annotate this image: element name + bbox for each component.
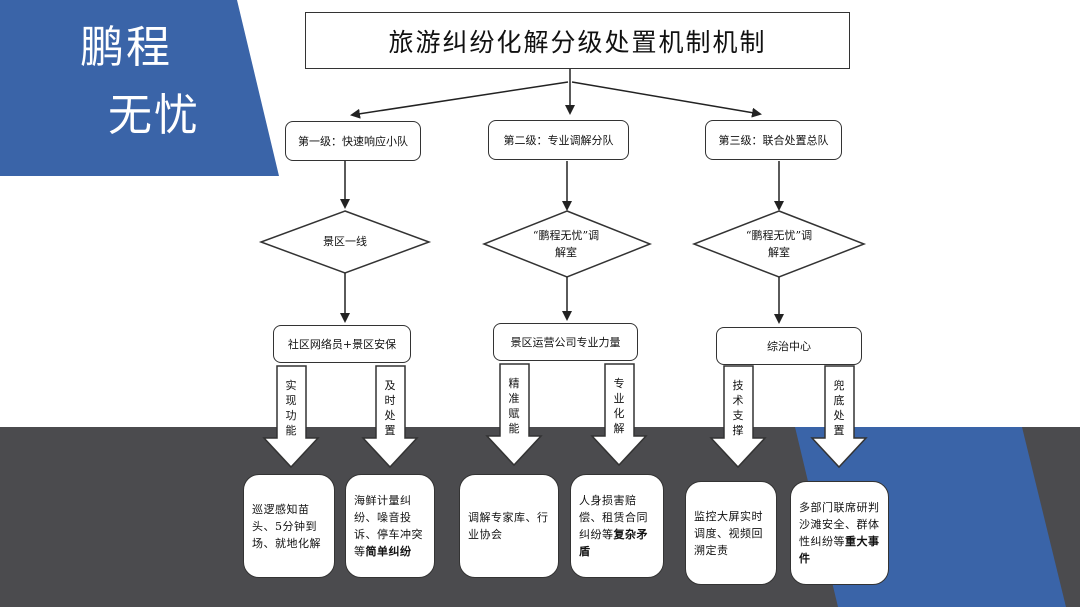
arrow-label-l2-b: 专业化解 — [613, 377, 625, 435]
arrow-label-l3-b: 兜底处置 — [833, 379, 845, 437]
block-arrow-l1-b — [361, 365, 419, 469]
arrow-label-l1-a: 实现功能 — [285, 379, 297, 437]
unit-l3-box: 综治中心 — [716, 327, 862, 365]
diamond-l2-text: “鹏程无忧”调解室 — [532, 229, 600, 259]
level-1-box: 第一级：快速响应小队 — [285, 121, 421, 161]
result-l2-a-text: 调解专家库、行业协会 — [468, 511, 549, 541]
unit-l1-box: 社区网络员+景区安保 — [273, 325, 411, 363]
result-l2-b-bold: 复杂矛盾 — [579, 528, 648, 558]
result-l2-b: 人身损害赔偿、租赁合同纠纷等复杂矛盾 — [570, 474, 664, 578]
block-arrow-l2-b — [590, 363, 648, 467]
result-l2-a: 调解专家库、行业协会 — [459, 474, 559, 578]
level-3-box: 第三级：联合处置总队 — [705, 120, 842, 160]
result-l1-b: 海鲜计量纠纷、噪音投诉、停车冲突等简单纠纷 — [345, 474, 435, 578]
result-l1-a: 巡逻感知苗头、5分钟到场、就地化解 — [243, 474, 335, 578]
result-l3-a-text: 监控大屏实时调度、视频回溯定责 — [694, 509, 763, 557]
result-l1-a-text: 巡逻感知苗头、5分钟到场、就地化解 — [252, 502, 321, 550]
arrow-title-to-l3 — [571, 81, 762, 118]
brand-line-2: 无忧 — [108, 90, 200, 141]
block-arrow-l3-b — [810, 365, 868, 469]
result-l3-b-text: 多部门联席研判沙滩安全、群体性纠纷等 — [799, 501, 880, 548]
result-l3-b-bold: 重大事件 — [799, 535, 880, 565]
result-l1-b-text: 海鲜计量纠纷、噪音投诉、停车冲突等 — [354, 494, 423, 558]
arrow-title-to-l1 — [350, 81, 569, 119]
result-l3-b: 多部门联席研判沙滩安全、群体性纠纷等重大事件 — [790, 481, 889, 585]
block-arrow-l1-a — [262, 365, 320, 469]
brand-banner — [0, 0, 279, 176]
arrow-label-l1-b: 及时处置 — [384, 379, 396, 437]
diamond-l1-text: 景区一线 — [323, 235, 367, 248]
arrow-label-l2-a: 精准赋能 — [508, 377, 520, 435]
block-arrow-l2-a — [485, 363, 543, 467]
result-l2-b-text: 人身损害赔偿、租赁合同纠纷等 — [579, 494, 648, 541]
arrow-label-l3-a: 技术支撑 — [732, 379, 744, 437]
level-2-box: 第二级：专业调解分队 — [488, 120, 629, 160]
result-l1-b-bold: 简单纠纷 — [365, 545, 412, 558]
block-arrow-l3-a — [709, 365, 767, 469]
brand-line-1: 鹏程 — [80, 22, 172, 73]
unit-l2-box: 景区运营公司专业力量 — [493, 323, 638, 361]
diagram-title: 旅游纠纷化解分级处置机制机制 — [305, 12, 850, 69]
result-l3-a: 监控大屏实时调度、视频回溯定责 — [685, 481, 777, 585]
diamond-l3-text: “鹏程无忧”调解室 — [745, 229, 813, 259]
